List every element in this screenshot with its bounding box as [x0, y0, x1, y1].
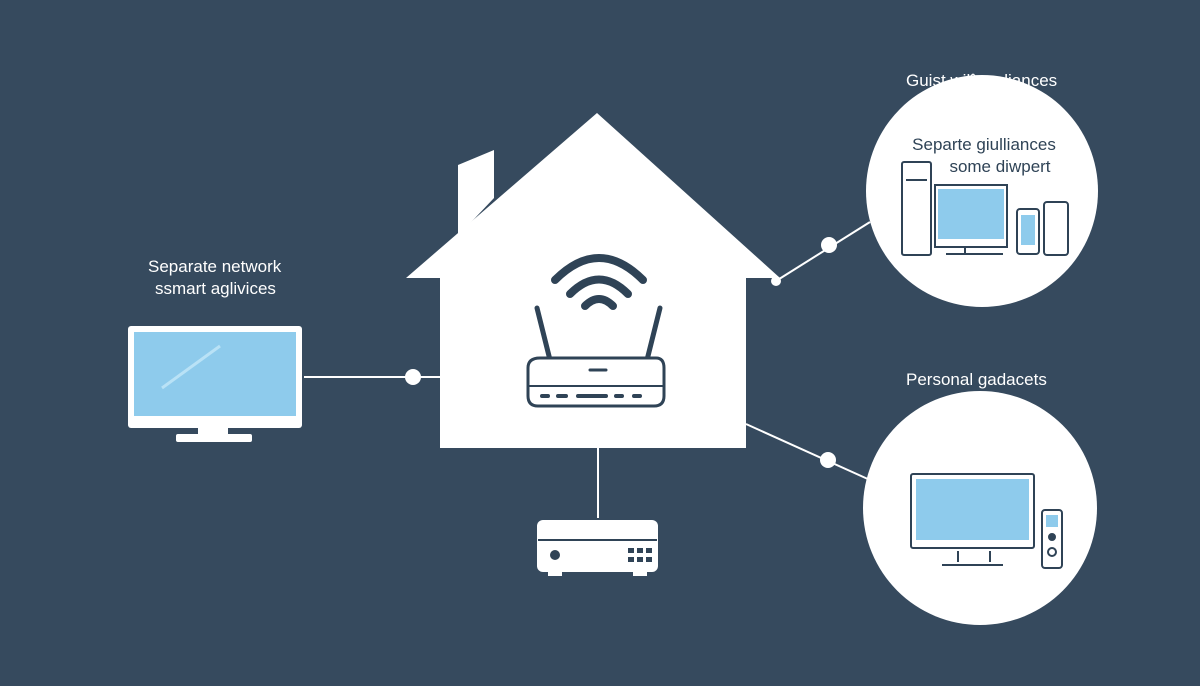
smartphone-icon: [1016, 208, 1040, 255]
connector-left: [304, 369, 440, 385]
personal-gadgets-circle: [863, 391, 1097, 625]
monitor-icon: [128, 326, 302, 442]
bottom-right-title: Personal gadacets: [906, 370, 1047, 389]
wifi-router-icon: [526, 254, 666, 408]
set-top-box-icon: [537, 520, 658, 576]
top-right-inner-line-1: Separte giulliances: [912, 135, 1056, 154]
desktop-monitor-icon: [910, 473, 1035, 566]
guest-appliances-circle: [866, 75, 1098, 307]
desktop-monitor-icon: [934, 184, 1008, 255]
top-right-title: Guist wilˆappliances: [906, 71, 1058, 90]
left-label-line-1: Separate network: [148, 257, 282, 276]
connector-top-right: [771, 221, 871, 286]
tower-pc-icon: [901, 161, 932, 256]
top-right-inner-line-2: some diwpert: [949, 157, 1051, 176]
connector-bottom-right: [745, 423, 871, 481]
left-label-line-2: ssmart aglivices: [155, 279, 276, 298]
remote-control-icon: [1041, 509, 1063, 569]
tablet-icon: [1043, 201, 1069, 256]
